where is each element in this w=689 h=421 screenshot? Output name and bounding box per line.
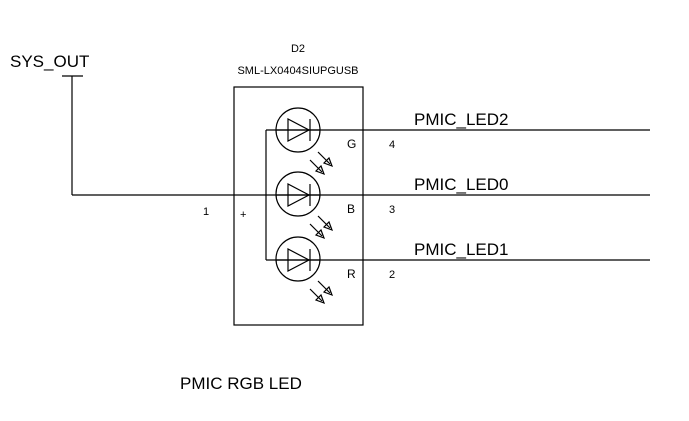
diode-triangle-icon <box>287 248 311 272</box>
light-emission-arrows-icon <box>309 215 334 240</box>
sys-out-label: SYS_OUT <box>10 52 89 71</box>
component-body <box>233 86 364 326</box>
light-emission-arrows-icon <box>309 151 334 176</box>
pin-name-b: B <box>347 202 355 216</box>
pin-number-4: 4 <box>389 139 395 151</box>
net-label-pmic-led2: PMIC_LED2 <box>414 110 508 129</box>
pin-number-3: 3 <box>389 204 395 216</box>
pin-name-g: G <box>347 137 356 151</box>
led-red: R 2 PMIC_LED1 <box>266 236 650 305</box>
pin-name-r: R <box>347 267 356 281</box>
led-body-circle <box>275 236 321 282</box>
pin-1-number: 1 <box>203 206 209 218</box>
diode-triangle-icon <box>287 183 311 207</box>
led-body-circle <box>275 171 321 217</box>
led-green: G 4 PMIC_LED2 <box>266 107 650 176</box>
part-number-label: SML-LX0404SIUPGUSB <box>237 65 358 77</box>
schematic-caption: PMIC RGB LED <box>180 374 302 393</box>
pin-1-polarity: + <box>240 209 246 221</box>
refdes-label: D2 <box>291 43 305 55</box>
diode-triangle-icon <box>287 118 311 142</box>
led-blue: B 3 PMIC_LED0 <box>266 171 650 240</box>
net-label-pmic-led1: PMIC_LED1 <box>414 240 508 259</box>
light-emission-arrows-icon <box>309 280 334 305</box>
net-label-pmic-led0: PMIC_LED0 <box>414 175 508 194</box>
pin-number-2: 2 <box>389 269 395 281</box>
